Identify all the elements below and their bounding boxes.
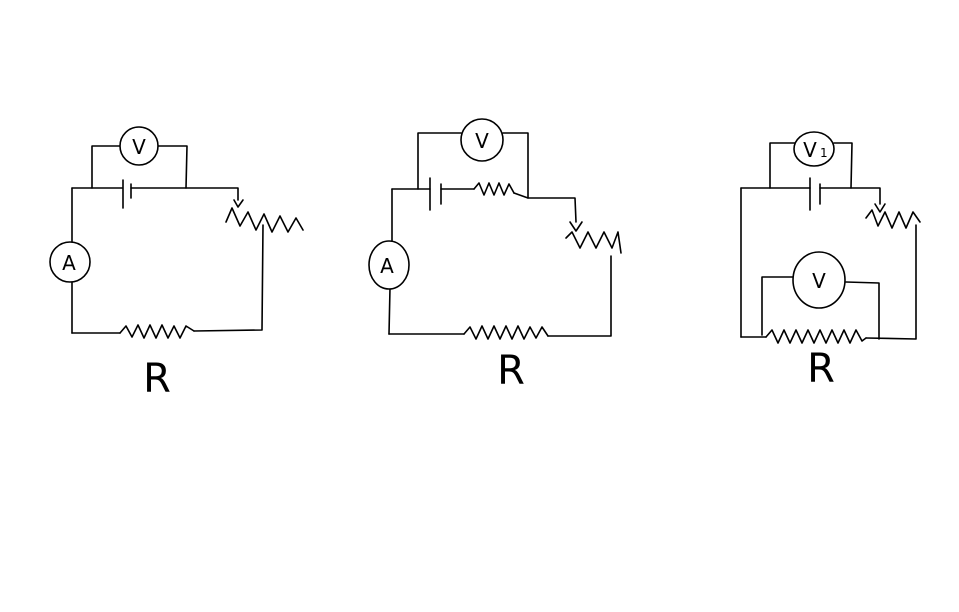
circuit-3-voltmeter-1 [793, 131, 835, 167]
circuit-2: V A R [368, 118, 622, 394]
circuit-3-resistor-label: R [807, 346, 835, 392]
circuit-3-voltmeter-1-label: V [803, 138, 817, 162]
circuit-3-rheostat-arrow [874, 203, 886, 213]
circuit-1-rheostat [225, 207, 304, 233]
circuit-1-resistor [119, 324, 195, 339]
circuit-3-voltmeter-1-leads [769, 142, 853, 189]
circuit-2-rheostat [565, 231, 622, 254]
circuit-2-ammeter-label: A [380, 254, 394, 278]
circuit-3: V 1 V R [740, 131, 921, 392]
circuit-1-voltmeter-leads [91, 145, 188, 189]
circuit-2-voltmeter-leads [417, 132, 529, 199]
circuit-2-internal-resistor [473, 182, 515, 196]
circuit-1-bottom-wire [71, 224, 264, 334]
circuit-3-voltmeter-1-subscript: 1 [820, 146, 828, 160]
circuit-2-ammeter [368, 240, 410, 290]
circuit-2-resistor [463, 325, 549, 340]
circuit-1-top-wire [71, 187, 239, 201]
circuit-3-bottom-wire [740, 224, 917, 340]
circuit-2-resistor-label: R [497, 348, 525, 394]
circuit-1-battery [122, 179, 132, 209]
circuit-3-battery [809, 177, 821, 211]
circuit-3-resistor [765, 329, 867, 344]
circuit-3-top-wire [740, 187, 881, 205]
circuit-2-voltmeter-label: V [475, 129, 489, 153]
circuit-3-voltmeter-leads [761, 276, 880, 340]
circuit-1-voltmeter-label: V [132, 135, 146, 159]
circuit-1-voltmeter [119, 126, 159, 166]
circuit-1: V A R [49, 126, 304, 402]
circuit-2-rheostat-arrow [569, 221, 583, 232]
circuit-1-ammeter-label: A [62, 251, 76, 275]
circuit-1-rheostat-arrow [233, 199, 244, 208]
circuit-2-voltmeter [460, 118, 504, 162]
circuit-2-battery [429, 177, 442, 211]
circuit-3-voltmeter [792, 251, 846, 309]
circuit-1-ammeter [49, 241, 91, 283]
circuit-3-voltmeter-label: V [812, 269, 826, 293]
circuit-1-resistor-label: R [143, 356, 171, 402]
circuit-2-bottom-wire [388, 255, 612, 337]
circuit-2-top-wire [391, 188, 577, 223]
circuit-2-left-wire [388, 188, 393, 335]
circuit-3-rheostat [865, 209, 921, 229]
